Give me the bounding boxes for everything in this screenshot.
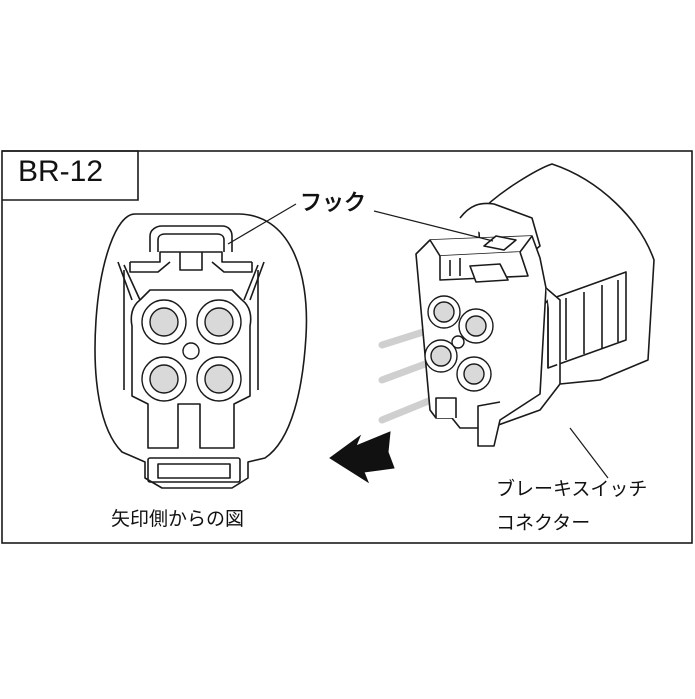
front-view-terminal-housing xyxy=(130,299,252,449)
view-direction-arrow xyxy=(329,431,395,484)
perspective-terminals xyxy=(424,295,494,392)
front-view-hook xyxy=(149,225,233,252)
hook-leader-line xyxy=(373,210,494,242)
connector-name-line2: コネクター xyxy=(496,512,591,534)
hook-leader-line-front xyxy=(227,203,297,245)
hook-label: フック xyxy=(300,191,367,216)
connector-name-line1: ブレーキスイッチ xyxy=(496,478,648,500)
center-pin xyxy=(182,342,200,360)
connector-leader-line xyxy=(569,427,609,479)
connector-code-label: BR-12 xyxy=(18,155,104,188)
front-view-terminals xyxy=(141,299,242,402)
front-view-bottom-slot xyxy=(147,457,241,483)
view-caption: 矢印側からの図 xyxy=(111,508,245,530)
front-view-connector xyxy=(94,213,308,489)
code-label-box xyxy=(2,150,139,201)
